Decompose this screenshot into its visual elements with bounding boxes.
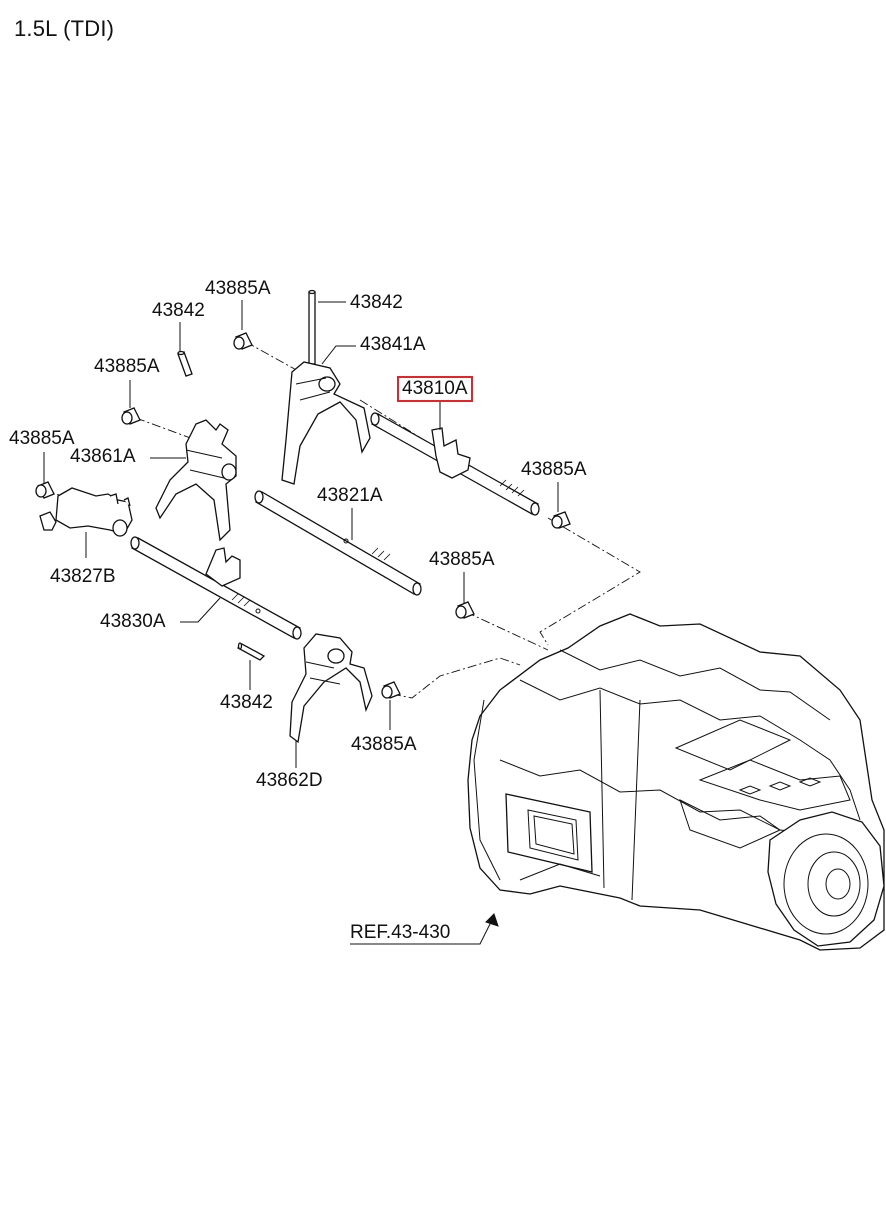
label-43842-left: 43842 <box>152 300 205 321</box>
page-title: 1.5L (TDI) <box>14 16 115 41</box>
label-43885A-left: 43885A <box>94 356 160 377</box>
assembly-line-lower <box>391 657 521 699</box>
pin-43842-top <box>308 289 316 365</box>
bushing-43885A-top <box>233 332 253 350</box>
label-43827B: 43827B <box>50 566 116 587</box>
bushing-43885A-far-left <box>35 481 55 499</box>
label-43842-top: 43842 <box>350 292 403 313</box>
label-43810A-highlighted: 43810A <box>397 376 473 402</box>
label-43885A-middle: 43885A <box>429 549 495 570</box>
label-43861A: 43861A <box>70 446 136 467</box>
bushing-43885A-left <box>121 407 141 425</box>
label-43862D: 43862D <box>256 770 323 791</box>
label-43885A-top: 43885A <box>205 278 271 299</box>
label-43885A-far-left: 43885A <box>9 428 75 449</box>
transmission-housing <box>467 613 885 951</box>
bushing-43885A-right <box>551 511 571 529</box>
shift-lever-43827B <box>39 487 133 537</box>
label-ref-43-430: REF.43-430 <box>350 922 451 943</box>
label-43885A-right: 43885A <box>521 459 587 480</box>
pin-43842-bottom <box>236 642 266 661</box>
shift-rail-43830A <box>130 536 302 640</box>
shift-rail-43821A <box>254 490 422 596</box>
label-43830A: 43830A <box>100 611 166 632</box>
shift-rail-43810A <box>370 412 540 516</box>
shift-fork-43841A <box>281 361 371 485</box>
assembly-line-middle <box>465 611 549 651</box>
shift-fork-43862D <box>289 633 373 744</box>
pin-43842-left <box>177 350 193 377</box>
bushing-43885A-middle <box>455 601 475 619</box>
label-43885A-bottom: 43885A <box>351 734 417 755</box>
shift-fork-43861A <box>155 419 237 542</box>
label-43842-bottom: 43842 <box>220 692 273 713</box>
label-43821A: 43821A <box>317 485 383 506</box>
leader-lines <box>43 300 559 945</box>
label-43841A: 43841A <box>360 334 426 355</box>
bushing-43885A-bottom <box>381 681 401 699</box>
